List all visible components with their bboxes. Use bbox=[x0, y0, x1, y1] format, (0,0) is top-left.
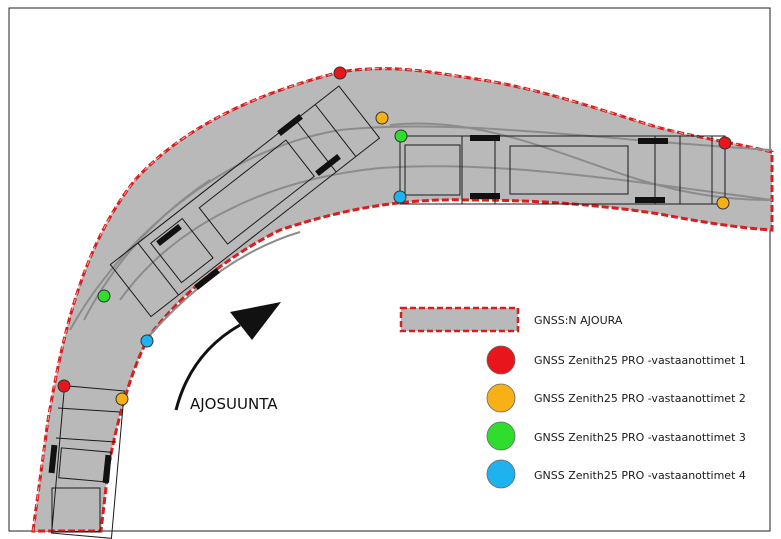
receiver-2-marker bbox=[716, 196, 730, 210]
direction-label: AJOSUUNTA bbox=[190, 395, 278, 413]
receiver-2-marker bbox=[115, 392, 129, 406]
driving-direction-arrow bbox=[174, 302, 281, 411]
vehicle-outline bbox=[51, 85, 726, 539]
receiver-3-marker bbox=[97, 289, 111, 303]
receiver-4-marker bbox=[393, 190, 407, 204]
legend-area-swatch bbox=[399, 306, 520, 333]
legend-receiver-4-swatch bbox=[486, 459, 516, 489]
receiver-2-marker bbox=[375, 111, 389, 125]
receiver-4-marker bbox=[140, 334, 154, 348]
legend-area-label: GNSS:N AJOURA bbox=[534, 314, 623, 327]
legend-receiver-3-swatch bbox=[486, 421, 516, 451]
legend-receiver-1-label: GNSS Zenith25 PRO -vastaanottimet 1 bbox=[534, 354, 746, 367]
gnss-receivers bbox=[57, 66, 732, 406]
legend-receiver-2-label: GNSS Zenith25 PRO -vastaanottimet 2 bbox=[534, 392, 746, 405]
receiver-1-marker bbox=[718, 136, 732, 150]
gnss-driving-corridor bbox=[31, 67, 774, 533]
receiver-1-marker bbox=[333, 66, 347, 80]
receiver-1-marker bbox=[57, 379, 71, 393]
legend-receiver-2-swatch bbox=[486, 383, 516, 413]
legend-receiver-1-swatch bbox=[486, 345, 516, 375]
receiver-3-marker bbox=[394, 129, 408, 143]
legend: GNSS:N AJOURA GNSS Zenith25 PRO -vastaan… bbox=[399, 306, 746, 489]
wheel-marks bbox=[48, 114, 668, 484]
legend-receiver-4-label: GNSS Zenith25 PRO -vastaanottimet 4 bbox=[534, 469, 746, 482]
legend-receiver-3-label: GNSS Zenith25 PRO -vastaanottimet 3 bbox=[534, 431, 746, 444]
wheel-tracks bbox=[69, 122, 773, 336]
